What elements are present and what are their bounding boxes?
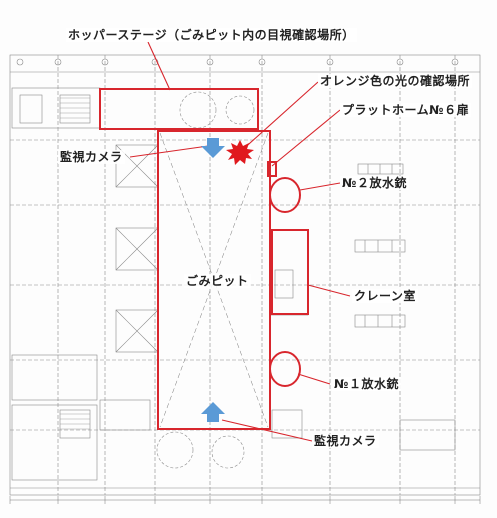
nozzle-2-circle [269, 177, 301, 213]
crane-room-label: クレーン室 [352, 289, 418, 303]
platform-door-marker [267, 161, 277, 177]
hopper-stage-outline [99, 88, 259, 130]
pit-outline [157, 130, 271, 430]
platform-door-label: プラットホーム№６扉 [340, 103, 472, 117]
orange-light-label: オレンジ色の光の確認場所 [318, 74, 473, 88]
orange-light-burst-icon [226, 140, 254, 165]
nozzle-2-label: №２放水銃 [340, 176, 409, 190]
camera-bottom-arrow-icon [201, 402, 225, 422]
pit-label: ごみピット [184, 274, 251, 288]
crane-room-outline [271, 229, 309, 315]
nozzle-1-circle [269, 351, 301, 387]
camera-markers [201, 138, 225, 422]
camera-top-label: 監視カメラ [58, 150, 125, 164]
nozzle-1-label: №１放水銃 [332, 377, 401, 391]
dimension-line [9, 496, 481, 504]
camera-top-arrow-icon [201, 138, 225, 158]
camera-bottom-label: 監視カメラ [312, 434, 379, 448]
hopper-stage-label: ホッパーステージ（ごみピット内の目視確認場所） [66, 28, 357, 42]
highlight-outlines [99, 88, 309, 430]
leader-lines [129, 41, 351, 442]
